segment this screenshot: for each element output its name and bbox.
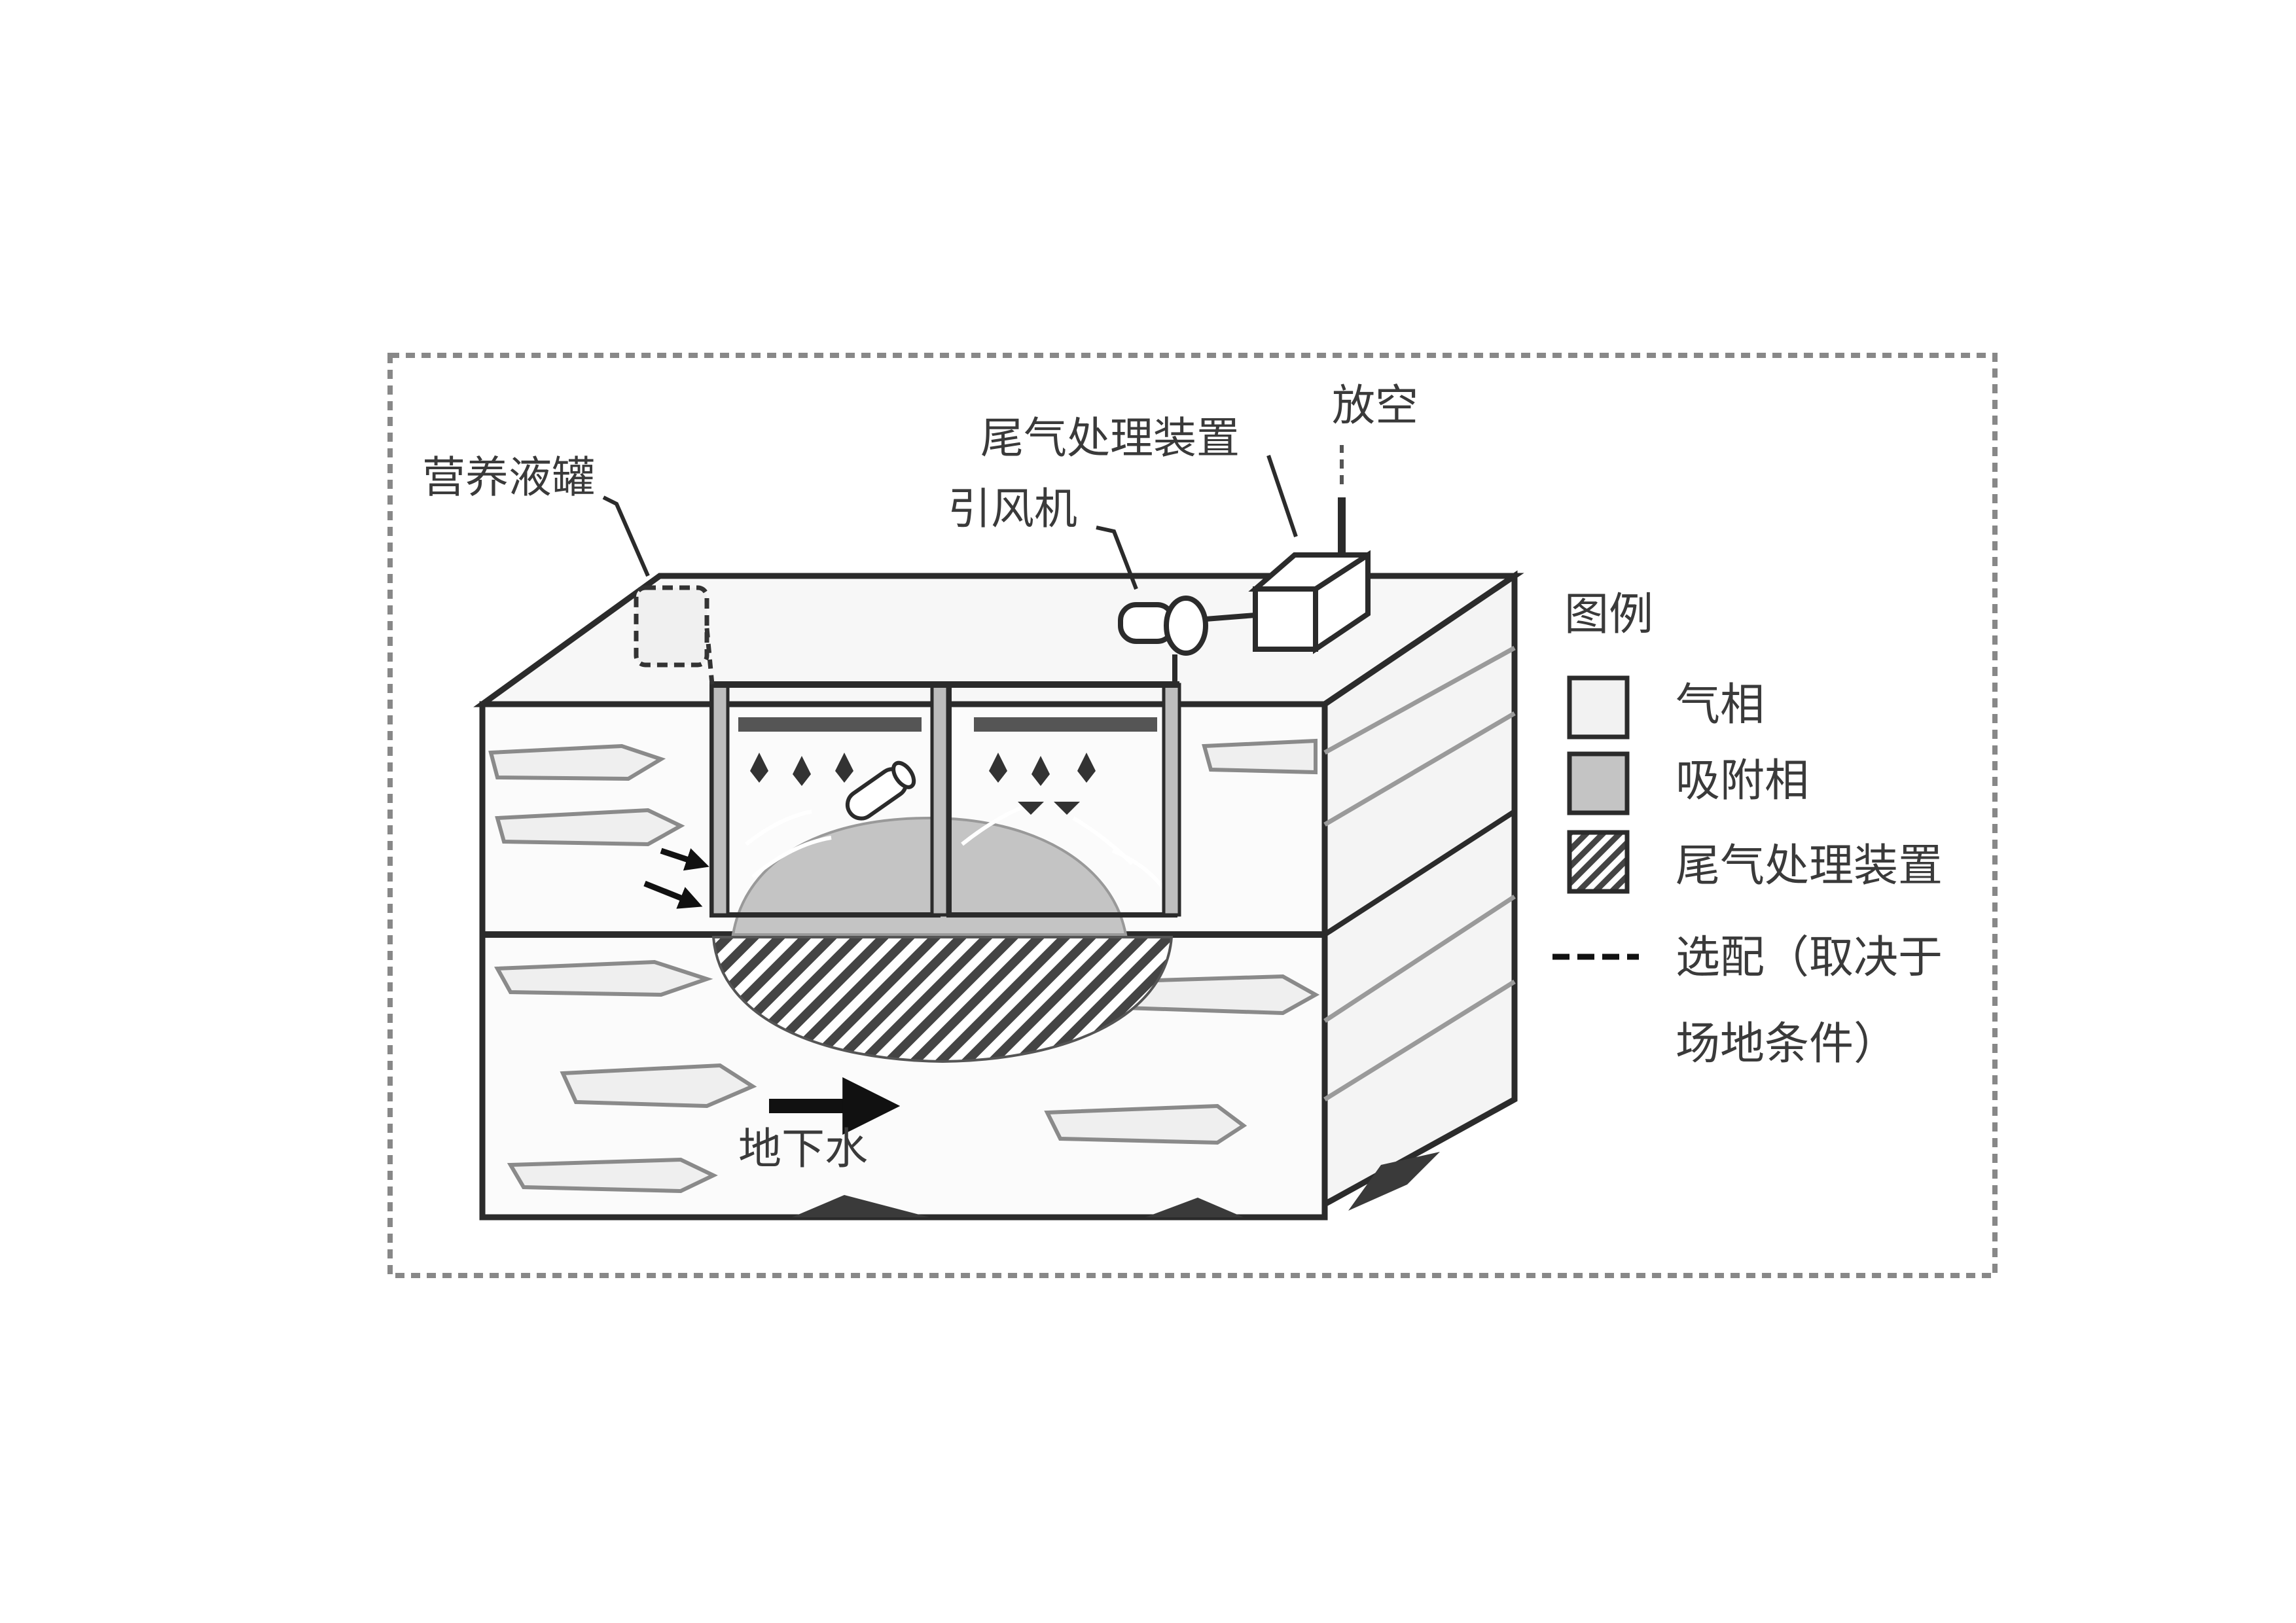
well-pipe-3 xyxy=(1162,683,1181,917)
outer-frame xyxy=(387,353,1998,1278)
well-pipe-2 xyxy=(930,683,950,917)
tail-gas-device-side xyxy=(1313,550,1371,654)
leader-nutrient-tank xyxy=(602,495,650,577)
legend: 图例 气相 吸附相 尾气处理装置 选配（取决于 场地条件） xyxy=(1552,589,1943,1070)
legend-swatch-hatched xyxy=(1567,830,1630,894)
legend-label-optional: 选配（取决于 xyxy=(1676,932,1943,984)
spray-nozzles xyxy=(750,753,1096,815)
extraction-cells xyxy=(709,681,1181,918)
tail-gas-device-label: 尾气处理装置 xyxy=(980,413,1240,463)
legend-label-adsorbed-phase: 吸附相 xyxy=(1676,755,1809,807)
legend-label-tail-gas: 尾气处理装置 xyxy=(1676,840,1943,892)
legend-label-optional-cont: 场地条件） xyxy=(1676,1018,1898,1070)
connection-pipe xyxy=(1205,613,1256,622)
distribution-bar-left xyxy=(738,717,922,732)
leader-lines xyxy=(602,455,1298,590)
nutrient-tank xyxy=(634,585,715,685)
influence-arcs xyxy=(745,803,1167,891)
fan-label: 引风机 xyxy=(948,484,1077,534)
legend-label-gas-phase: 气相 xyxy=(1676,679,1765,731)
inflow-arrows xyxy=(643,847,709,909)
groundwater-label: 地下水 xyxy=(738,1124,868,1174)
ground-bumps xyxy=(792,1152,1440,1217)
leader-tail-gas xyxy=(1266,455,1298,537)
leader-fan xyxy=(1096,526,1138,590)
legend-swatch-gas-phase xyxy=(1567,675,1630,740)
nutrient-tank-label: 营养液罐 xyxy=(422,452,595,503)
tail-gas-device xyxy=(1205,445,1371,654)
vent-label: 放空 xyxy=(1332,380,1418,431)
fan-wheel xyxy=(1164,596,1208,656)
legend-title: 图例 xyxy=(1564,589,1653,641)
adsorbed-phase-zone xyxy=(731,816,1128,936)
distribution-bar-right xyxy=(974,717,1157,732)
side-strata xyxy=(1323,645,1516,1101)
front-strata xyxy=(488,738,1320,1194)
probe-cylinder xyxy=(845,760,916,821)
tail-gas-device-box xyxy=(1253,586,1318,652)
fan-unit xyxy=(1118,596,1208,685)
well-pipe-1 xyxy=(710,683,730,917)
nutrient-tank-body xyxy=(634,585,709,668)
adsorbed-plume xyxy=(711,803,1174,1063)
water-table-line-side xyxy=(1323,809,1516,937)
legend-swatch-adsorbed-phase xyxy=(1567,751,1630,815)
hatched-zone xyxy=(711,936,1174,1063)
